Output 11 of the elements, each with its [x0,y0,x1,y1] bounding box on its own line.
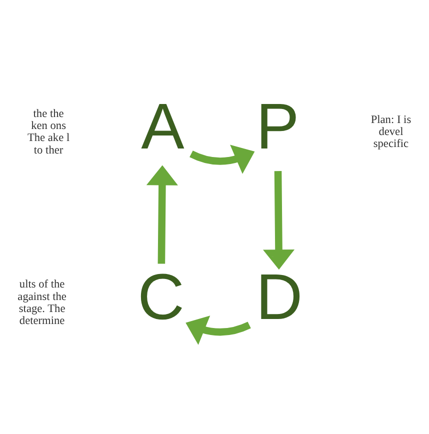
label: ults of the against the stage. The determine [18,278,66,327]
label: Plan: I is devel specific [370,113,412,150]
node-text: D [256,260,303,333]
label: the the ken ons The ake l to ther [27,107,70,156]
arrow [262,170,295,270]
arrow [186,315,251,344]
node-text: C [138,260,184,333]
node-text: P [256,88,300,162]
arrow [190,144,255,174]
node-text: A [141,88,184,162]
arrow [146,164,178,264]
